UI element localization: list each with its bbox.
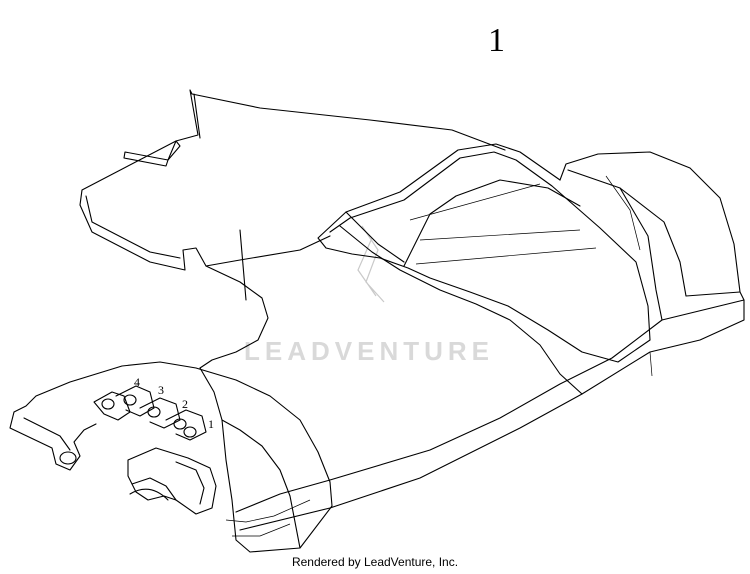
front-nose bbox=[199, 367, 333, 553]
watermark-text: LEADVENTURE bbox=[244, 336, 494, 366]
render-credit: Rendered by LeadVenture, Inc. bbox=[291, 555, 459, 569]
slot-label-4: 4 bbox=[134, 375, 140, 389]
slot-label-1: 1 bbox=[208, 417, 214, 431]
latch-housing bbox=[127, 447, 217, 515]
rear-flap bbox=[123, 89, 506, 167]
leadventure-watermark: LEADVENTURE bbox=[244, 225, 494, 366]
front-lip bbox=[13, 361, 333, 507]
center-hump bbox=[317, 143, 651, 363]
slot-bosses: 1 2 3 4 bbox=[93, 375, 214, 441]
slot-label-2: 2 bbox=[182, 397, 188, 411]
part-number-label: 1 bbox=[488, 22, 505, 59]
left-wing bbox=[79, 140, 269, 369]
slot-label-3: 3 bbox=[158, 383, 164, 397]
